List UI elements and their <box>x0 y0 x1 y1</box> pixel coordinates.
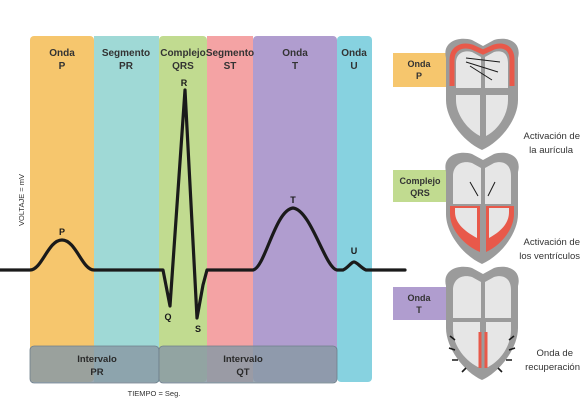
heart-atria-inner <box>456 51 508 88</box>
heart-ventricles-icon <box>445 152 519 264</box>
panel-atria-tag-line2: P <box>416 71 422 81</box>
band-p <box>30 36 94 382</box>
heart-recovery-arrows <box>448 335 516 373</box>
interval-pr-subtitle: PR <box>90 367 103 378</box>
panel-atria-caption-line2: la aurícula <box>529 145 574 156</box>
band-u-subtitle: U <box>350 61 357 72</box>
band-pr-subtitle: PR <box>119 61 134 72</box>
panel-ventricles-caption-line1: Activación de <box>523 237 580 248</box>
band-p-subtitle: P <box>59 61 66 72</box>
band-pr <box>94 36 159 382</box>
panel-recovery-tag-line2: T <box>416 305 422 315</box>
heart-recovery-activation <box>478 332 488 368</box>
band-p-title: Onda <box>49 48 75 59</box>
heart-atria-outline <box>445 38 519 150</box>
interval-qt-title: Intervalo <box>223 354 263 365</box>
band-st <box>207 36 253 382</box>
ecg-trace <box>0 88 407 320</box>
interval-pr-title: Intervalo <box>77 354 117 365</box>
wave-label-t: T <box>290 195 296 205</box>
panel-ventricles: Complejo QRS Activación de los ventrícul… <box>393 152 580 264</box>
panel-atria-tag <box>393 53 451 87</box>
panel-recovery: Onda T Onda de recuperación <box>393 266 580 380</box>
band-qrs-title: Complejo <box>160 48 206 59</box>
heart-ventricles-arrows <box>469 181 496 197</box>
y-axis-label: VOLTAJE = mV <box>17 174 26 226</box>
heart-ventricles-inner <box>453 162 511 204</box>
band-u-title: Onda <box>341 48 367 59</box>
band-qrs-subtitle: QRS <box>172 61 194 72</box>
band-st-subtitle: ST <box>224 61 237 72</box>
panel-recovery-tag <box>393 287 446 320</box>
band-st-title: Segmento <box>206 48 254 59</box>
panel-atria-tag-line1: Onda <box>407 59 431 69</box>
heart-ventricles-chambers <box>455 208 509 238</box>
panel-atria-caption-line1: Activación de <box>523 131 580 142</box>
wave-label-u: U <box>351 246 358 256</box>
panel-recovery-caption-line2: recuperación <box>525 362 580 373</box>
heart-recovery-inner <box>453 276 511 318</box>
wave-label-q: Q <box>164 312 171 322</box>
x-axis-label: TIEMPO = Seg. <box>128 389 181 398</box>
band-u <box>337 36 372 382</box>
panel-recovery-caption-line1: Onda de <box>537 348 573 359</box>
panel-ventricles-caption-line2: los ventrículos <box>519 251 580 262</box>
panel-atria: Onda P Activación de la aurícula <box>393 38 580 156</box>
heart-atria-ventricles <box>456 95 508 136</box>
wave-label-r: R <box>181 78 188 88</box>
panel-ventricles-tag-line1: Complejo <box>399 176 441 186</box>
heart-recovery-ventricles <box>453 322 511 368</box>
interval-qt-subtitle: QT <box>236 367 249 378</box>
heart-atria-activation <box>449 43 515 86</box>
heart-atria-icon <box>445 38 519 150</box>
band-t-subtitle: T <box>292 61 298 72</box>
band-pr-title: Segmento <box>102 48 150 59</box>
wave-label-s: S <box>195 324 201 334</box>
wave-label-p: P <box>59 227 65 237</box>
heart-atria-arrows <box>465 57 501 81</box>
panel-ventricles-tag <box>393 170 447 202</box>
panel-ventricles-tag-line2: QRS <box>410 188 430 198</box>
band-t-title: Onda <box>282 48 308 59</box>
panel-recovery-tag-line1: Onda <box>407 293 431 303</box>
interval-qt-box <box>158 345 338 384</box>
heart-recovery-icon <box>445 266 519 380</box>
